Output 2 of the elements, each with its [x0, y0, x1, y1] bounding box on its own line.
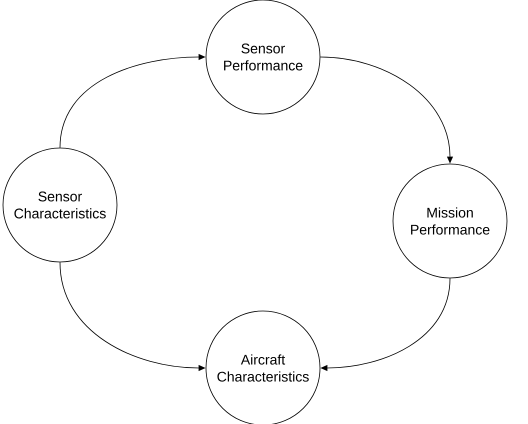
circle-node: Sensor Characteristics — [2, 148, 118, 262]
circle-node: Mission Performance — [392, 164, 508, 278]
